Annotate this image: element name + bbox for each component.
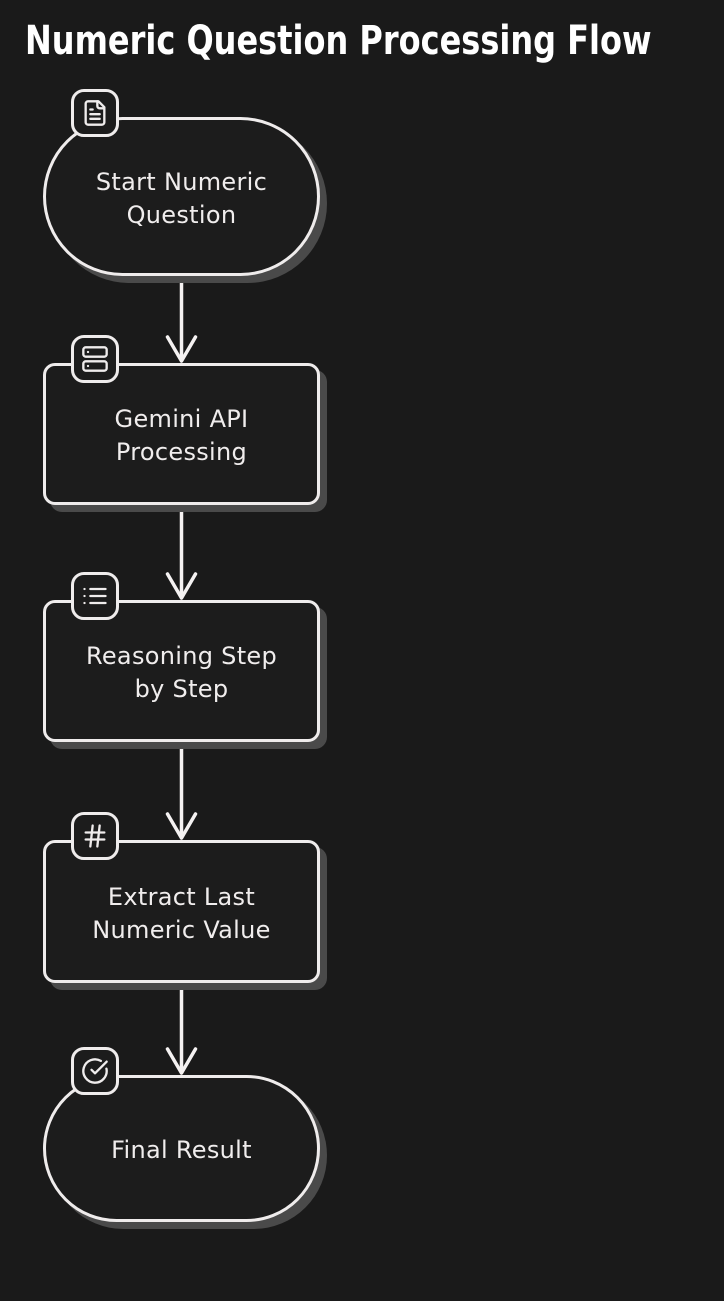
node-label-line: Final Result <box>111 1136 252 1164</box>
connector-arrow-2 <box>165 505 198 600</box>
node-label: Extract Last Numeric Value <box>92 881 270 947</box>
node-icon-badge <box>71 335 119 383</box>
node-label: Reasoning Step by Step <box>86 640 277 706</box>
node-icon-badge <box>71 1047 119 1095</box>
diagram-title: Numeric Question Processing Flow <box>25 18 652 64</box>
arrowhead-icon <box>165 335 198 363</box>
arrowhead-icon <box>165 572 198 600</box>
node-label-line: Start Numeric <box>95 167 268 196</box>
arrowhead-icon <box>165 1047 198 1075</box>
node-label-line: by Step <box>134 675 229 703</box>
circle-check-icon <box>82 1058 108 1084</box>
node-icon-badge <box>71 572 119 620</box>
node-label-line: Gemini API <box>114 405 249 433</box>
server-icon <box>82 346 108 372</box>
node-extract-last-numeric-value: Extract Last Numeric Value <box>43 812 320 983</box>
connector-arrow-4 <box>165 983 198 1075</box>
list-icon <box>83 587 107 605</box>
node-icon-badge <box>71 89 119 137</box>
connector-arrow-1 <box>165 276 198 363</box>
node-label-line: Extract Last <box>107 882 256 911</box>
node-start-numeric-question: Start Numeric Question <box>43 89 320 276</box>
node-label: Gemini API Processing <box>115 403 249 469</box>
arrowhead-icon <box>165 812 198 840</box>
node-label-line: Reasoning Step <box>85 642 278 670</box>
node-label: Final Result <box>111 1134 252 1167</box>
node-label-line: Numeric Value <box>92 915 271 944</box>
file-text-icon <box>84 100 106 126</box>
node-label: Start Numeric Question <box>96 166 267 232</box>
node-label-line: Question <box>126 200 237 229</box>
node-icon-badge <box>71 812 119 860</box>
connector-arrow-3 <box>165 742 198 840</box>
node-label-line: Processing <box>115 438 248 466</box>
node-gemini-api-processing: Gemini API Processing <box>43 335 320 505</box>
node-final-result: Final Result <box>43 1047 320 1222</box>
hash-icon <box>84 824 106 848</box>
node-reasoning-step-by-step: Reasoning Step by Step <box>43 572 320 742</box>
